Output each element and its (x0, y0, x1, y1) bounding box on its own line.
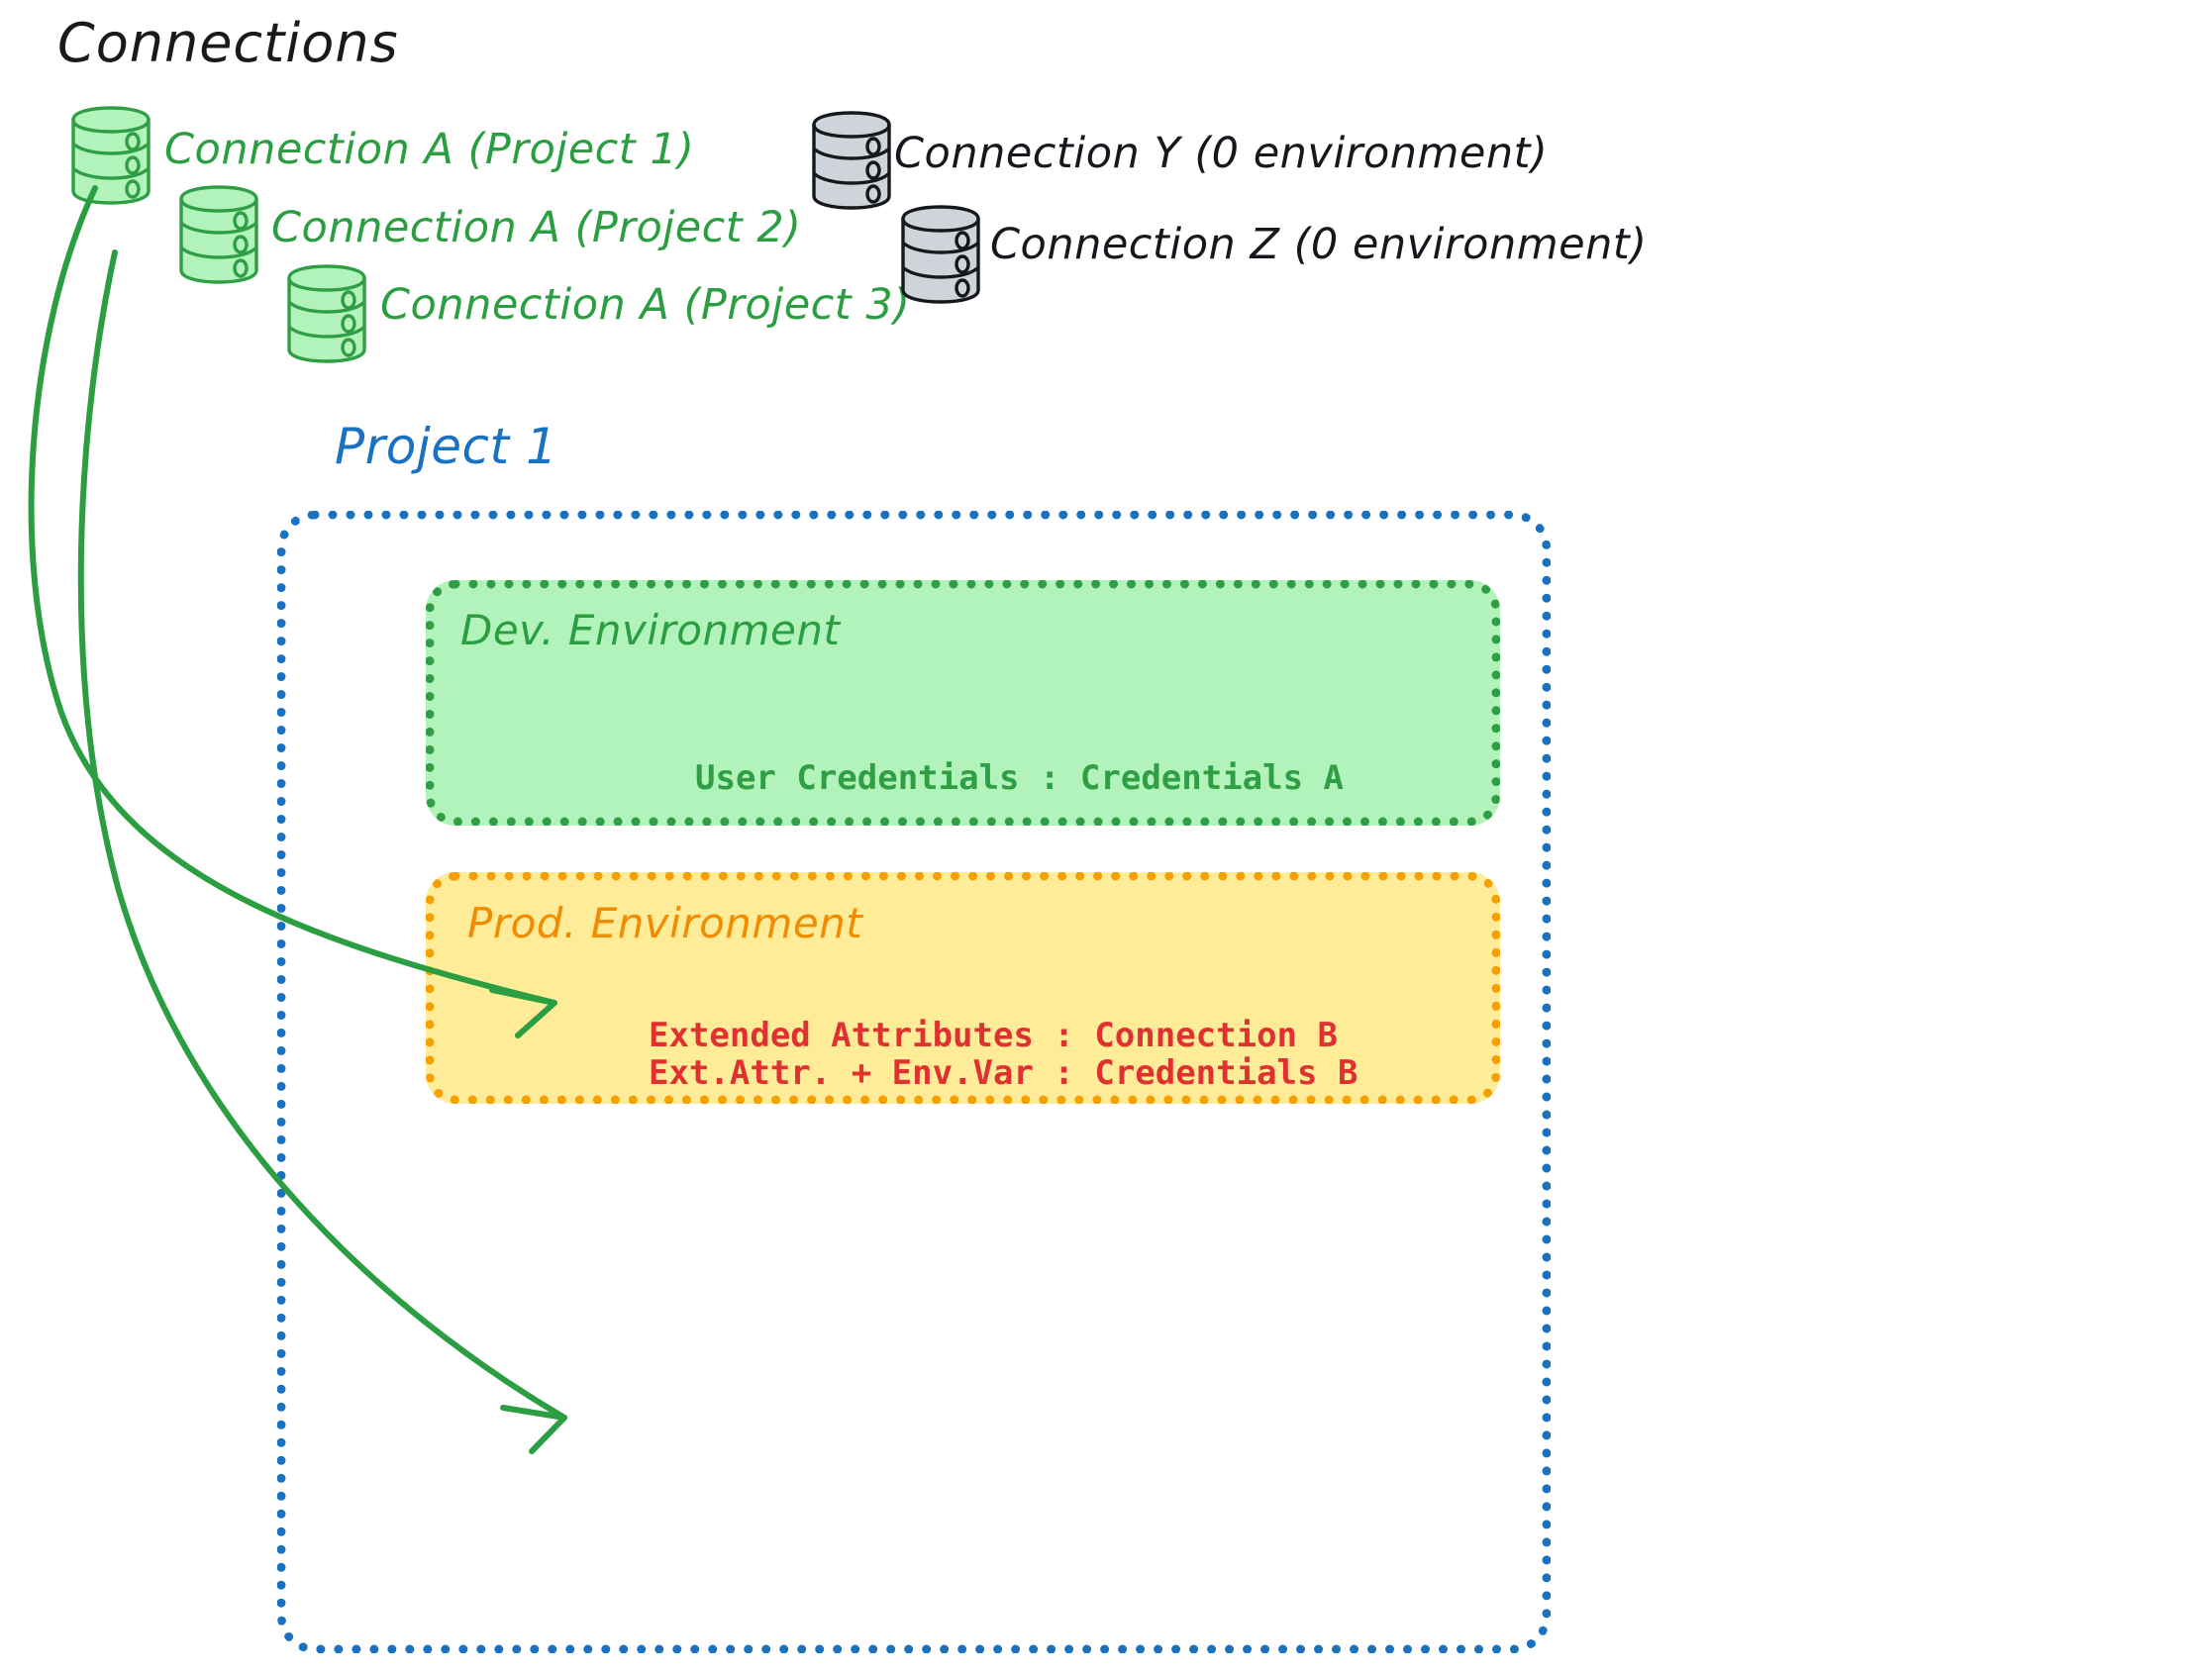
page-title: Connections (57, 12, 399, 74)
connection-label-y: Connection Y (0 environment) (894, 129, 1549, 178)
database-icon-connection-a-project-1[interactable] (67, 104, 156, 208)
prod-environment-row-extended-attributes: Extended Attributes : Connection B (649, 1016, 1338, 1055)
connection-label-a-project-1: Connection A (Project 1) (164, 125, 695, 174)
connection-label-a-project-2: Connection A (Project 2) (271, 203, 802, 252)
prod-environment-row-ext-attr-env-var: Ext.Attr. + Env.Var : Credentials B (649, 1053, 1358, 1093)
database-icon-connection-a-project-3[interactable] (283, 262, 372, 366)
prod-environment-title: Prod. Environment (467, 899, 863, 947)
database-icon-connection-y[interactable] (808, 109, 897, 213)
database-icon-connection-z[interactable] (897, 203, 986, 307)
connection-label-z: Connection Z (0 environment) (990, 220, 1648, 269)
dev-environment-title: Dev. Environment (460, 606, 841, 654)
dev-environment-box[interactable] (426, 580, 1500, 826)
prod-environment-box[interactable] (426, 872, 1500, 1104)
project-title: Project 1 (335, 418, 558, 475)
connection-label-a-project-3: Connection A (Project 3) (380, 280, 911, 330)
dev-environment-row-user-credentials: User Credentials : Credentials A (695, 758, 1345, 798)
database-icon-connection-a-project-2[interactable] (175, 183, 264, 287)
